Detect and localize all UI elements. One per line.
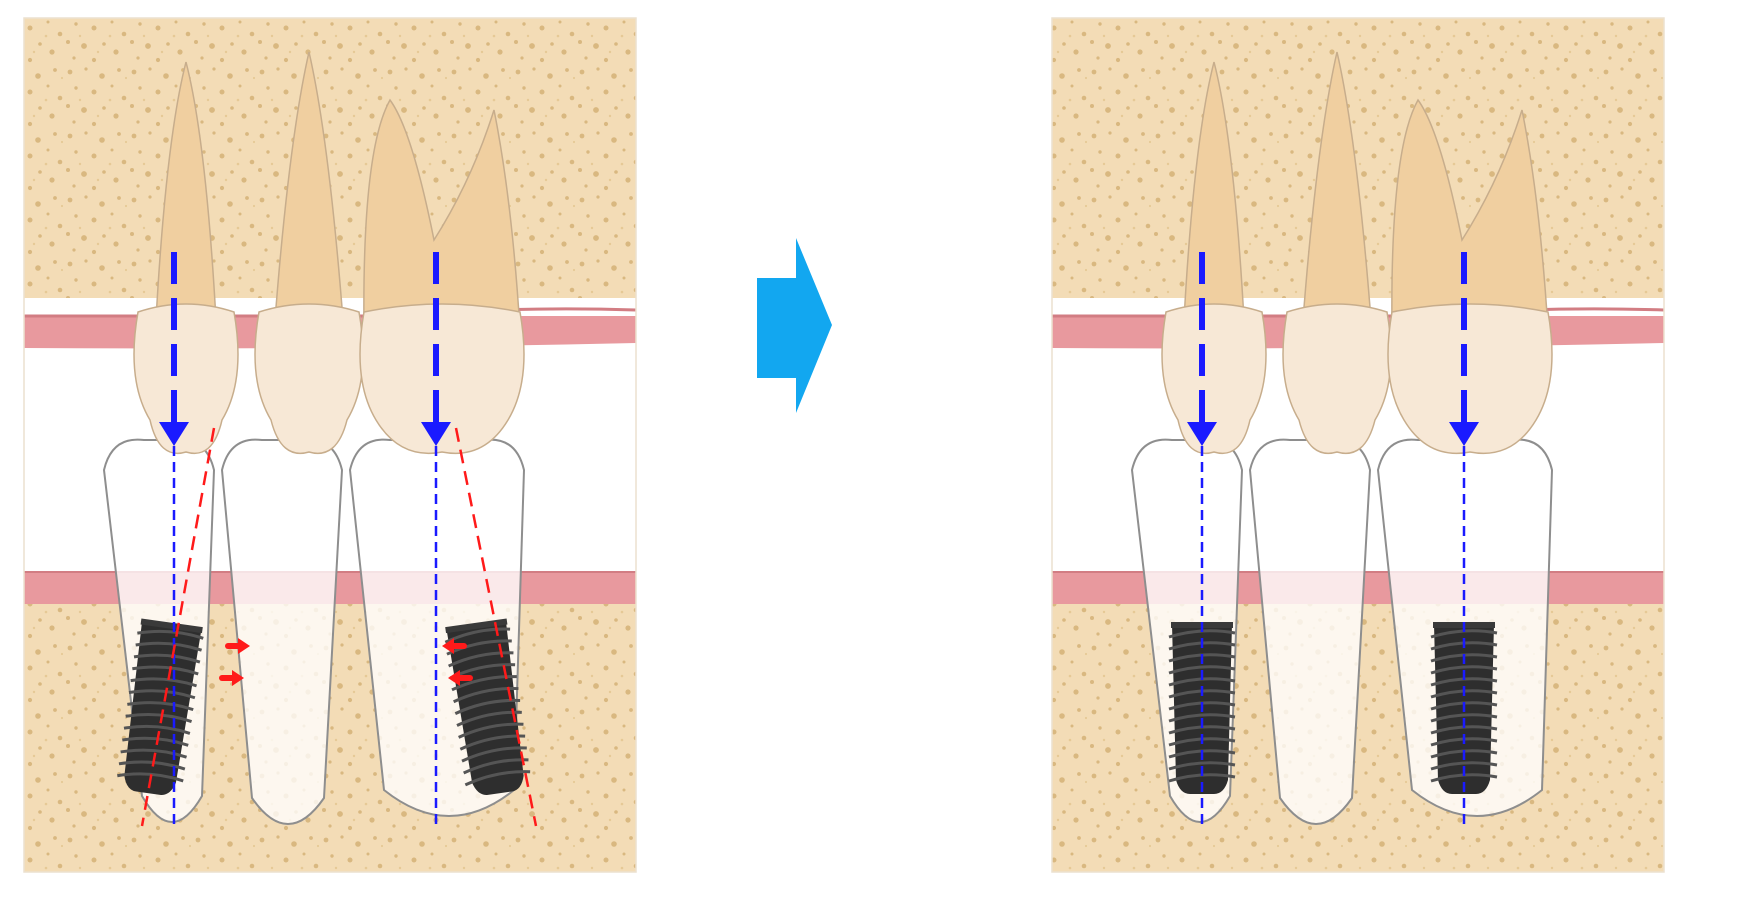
implant-1: [117, 618, 204, 795]
implant-thread: [464, 770, 531, 787]
implant-thread: [132, 665, 199, 676]
tooth-root: [1391, 98, 1549, 331]
implant-thread: [1168, 713, 1236, 723]
implant-thread: [456, 710, 522, 727]
implant-thread: [122, 736, 189, 747]
upper-tooth-2: [1282, 51, 1392, 454]
implant-thread: [1430, 713, 1498, 723]
panel-after: [1051, 17, 1665, 873]
implant-thread: [1168, 761, 1236, 771]
implant-thread: [444, 627, 511, 644]
implant-thread: [461, 746, 527, 763]
implant-axis-line: [140, 427, 216, 827]
right-arrow-icon: [757, 238, 832, 413]
implant-thread: [128, 689, 196, 700]
tooth-crown: [133, 303, 239, 454]
implant-thread: [453, 686, 519, 704]
panel-frame: [1051, 17, 1665, 873]
down-arrow-icon: [1449, 422, 1479, 446]
implant-platform: [445, 618, 508, 634]
down-arrow-icon: [421, 422, 451, 446]
double-arrow-icon: [442, 638, 454, 654]
implant-thread: [451, 675, 517, 692]
implant-thread: [1168, 665, 1236, 675]
implant-axis-line: [454, 427, 538, 827]
tooth-root: [1302, 51, 1372, 321]
implant-thread: [120, 748, 188, 759]
opposing-tooth-2: [220, 438, 344, 825]
upper-tooth-3: [359, 98, 525, 455]
down-arrow-icon: [1187, 422, 1217, 446]
opposing-tooth-2: [1248, 438, 1372, 825]
tooth-crown: [1161, 303, 1267, 454]
double-arrow-icon: [232, 670, 244, 686]
transition-arrow: [757, 238, 832, 413]
implant-thread: [454, 698, 521, 715]
implant-thread: [133, 653, 201, 664]
tooth-crown: [359, 303, 525, 455]
implant-thread: [127, 701, 194, 712]
implant-thread: [458, 722, 524, 739]
double-arrow-icon: [238, 638, 250, 654]
implant-thread: [125, 713, 193, 723]
implant-thread: [1430, 665, 1498, 675]
panel-before: [23, 17, 637, 873]
upper-tooth-3: [1387, 98, 1553, 455]
tooth-crown: [254, 303, 364, 454]
implant-thread: [130, 677, 198, 688]
implant-thread: [135, 641, 203, 652]
upper-tooth-2: [254, 51, 364, 454]
implant-thread: [448, 651, 514, 668]
down-arrow-icon: [159, 422, 189, 446]
implant-thread: [137, 629, 204, 640]
panel-frame: [23, 17, 637, 873]
implant-platform: [140, 618, 203, 634]
double-arrow-icon: [448, 670, 460, 686]
implant-thread: [1430, 761, 1498, 771]
tooth-crown: [1387, 303, 1553, 455]
implant-thread: [123, 724, 191, 735]
tooth-crown: [1282, 303, 1392, 454]
tooth-root: [363, 98, 521, 331]
tooth-root: [274, 51, 344, 321]
